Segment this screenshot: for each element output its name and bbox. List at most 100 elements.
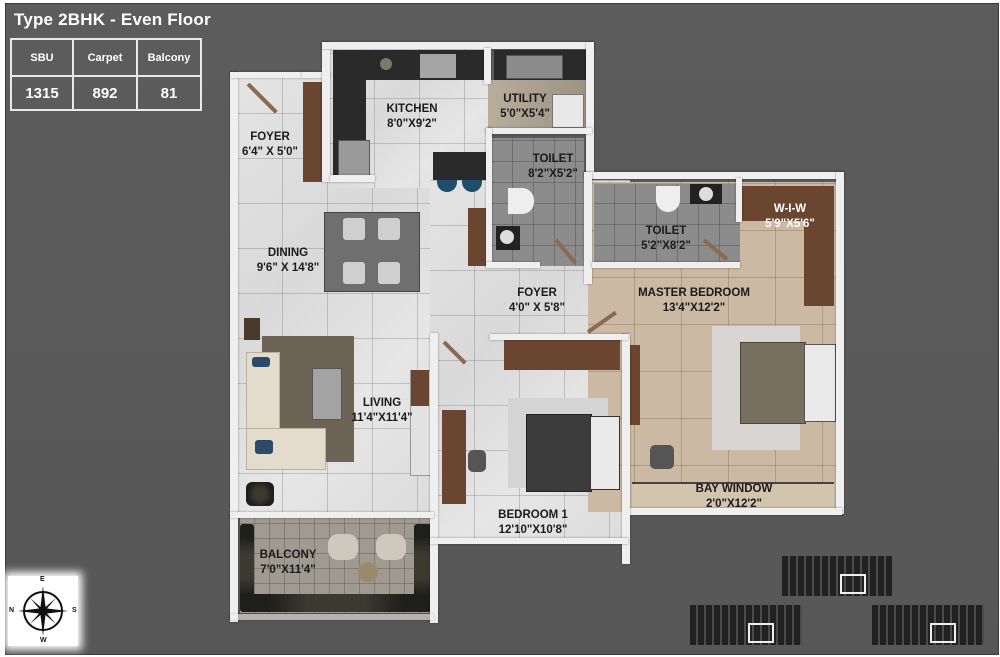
wall [622, 334, 630, 564]
compass-right: S [72, 607, 77, 614]
bay-window-seat [632, 482, 834, 512]
cushion [252, 357, 270, 367]
room-label-balcony: BALCONY 7'0"X11'4" [260, 548, 317, 578]
area-header-balcony: Balcony [136, 38, 202, 77]
study-desk [630, 345, 640, 425]
planter-left [240, 524, 254, 608]
room-name: KITCHEN [386, 103, 438, 115]
coffee-table [312, 368, 342, 420]
kitchen-sink [380, 58, 392, 70]
room-size: 6'4" X 5'0" [241, 146, 299, 158]
room-name: FOYER [517, 287, 557, 299]
wc [508, 188, 534, 214]
utility-sink [506, 55, 563, 79]
room-name: UTILITY [503, 93, 547, 105]
room-label-foyer-2: FOYER 4'0" X 5'8" [509, 286, 565, 316]
dining-chair [343, 262, 365, 284]
wall [302, 72, 330, 78]
compass-bottom: W [40, 637, 47, 644]
room-name: MASTER BEDROOM [638, 287, 750, 299]
key-plan-right [872, 605, 984, 645]
area-value-carpet: 892 [72, 75, 138, 111]
master-bed [740, 342, 806, 424]
wall [230, 72, 302, 78]
room-size: 7'0"X11'4" [260, 564, 316, 576]
wardrobe [504, 340, 620, 370]
room-label-bay-window: BAY WINDOW 2'0"X12'2" [696, 482, 773, 512]
room-label-utility: UTILITY 5'0"X5'4" [500, 92, 550, 122]
room-size: 12'10"X10'8" [498, 524, 568, 536]
wall [486, 262, 540, 268]
area-header-sbu: SBU [10, 38, 74, 77]
stool [437, 180, 457, 192]
room-name: DINING [267, 247, 309, 259]
hob [420, 54, 456, 78]
planter-bottom [240, 594, 432, 612]
wall [584, 172, 844, 179]
key-plan-highlight [840, 574, 866, 594]
wall [490, 334, 628, 340]
room-size: 8'0"X9'2" [387, 118, 437, 130]
room-label-master-bedroom: MASTER BEDROOM 13'4"X12'2" [638, 286, 750, 316]
room-name: W-I-W [773, 203, 807, 215]
compass-left: N [9, 607, 15, 614]
area-header-carpet: Carpet [72, 38, 138, 77]
room-label-dining: DINING 9'6" X 14'8" [257, 246, 319, 276]
room-name: LIVING [362, 397, 402, 409]
room-name: TOILET [645, 225, 687, 237]
room-name: BAY WINDOW [695, 483, 773, 495]
room-size: 4'0" X 5'8" [508, 302, 566, 314]
room-size: 5'2"X8'2" [641, 240, 691, 252]
washing-machine [552, 94, 584, 128]
room-size: 5'9"X5'6" [765, 218, 815, 230]
wall [484, 48, 491, 84]
washbasin [699, 187, 713, 201]
wall-south-master [630, 508, 842, 515]
room-name: BEDROOM 1 [498, 509, 568, 521]
shoe-rack [303, 82, 323, 182]
room-size: 11'4"X11'4" [351, 412, 413, 424]
compass-top: E [40, 576, 45, 583]
compass-icon: E W N S [8, 576, 78, 646]
room-label-living: LIVING 11'4"X11'4" [351, 396, 412, 426]
room-label-bedroom-1: BEDROOM 1 12'10"X10'8" [498, 508, 568, 538]
planter-right [414, 524, 432, 608]
area-value-sbu: 1315 [10, 75, 74, 111]
room-size: 5'0"X5'4" [500, 108, 550, 120]
study-desk [442, 410, 466, 504]
area-value-balcony: 81 [136, 75, 202, 111]
room-size: 2'0"X12'2" [705, 498, 763, 510]
wall-south-bedroom [430, 538, 628, 544]
room-size: 9'6" X 14'8" [256, 262, 320, 274]
compass-rose-icon [18, 586, 68, 636]
wall-balcony-bottom [230, 614, 434, 620]
kitchen-island [433, 152, 488, 180]
wall [586, 42, 594, 172]
room-label-kitchen: KITCHEN 8'0"X9'2" [386, 102, 437, 132]
wall-north [322, 42, 594, 49]
fridge [338, 140, 370, 180]
wall [486, 128, 592, 134]
dining-table [324, 212, 420, 292]
wall [736, 178, 742, 222]
room-label-wiw: W-I-W 5'9"X5'6" [765, 202, 815, 232]
bed-1 [526, 414, 592, 492]
wall-east [836, 172, 844, 514]
wall-balcony-top [230, 512, 434, 518]
balcony-chair [376, 534, 406, 560]
dining-chair [343, 218, 365, 240]
wardrobe-side [804, 186, 834, 306]
room-name: BALCONY [259, 549, 317, 561]
room-label-foyer-1: FOYER 6'4" X 5'0" [242, 130, 298, 160]
bed-1-headboard [590, 416, 620, 490]
wc [656, 186, 680, 212]
desk-chair [650, 445, 674, 469]
cushion [255, 440, 273, 454]
bed-headboard [804, 344, 836, 422]
washbasin [500, 230, 514, 244]
key-plan-top [782, 556, 892, 596]
key-plan-highlight [930, 623, 956, 643]
area-table: SBU Carpet Balcony 1315 892 81 [10, 38, 202, 111]
room-size: 13'4"X12'2" [662, 302, 726, 314]
wall [592, 262, 740, 268]
